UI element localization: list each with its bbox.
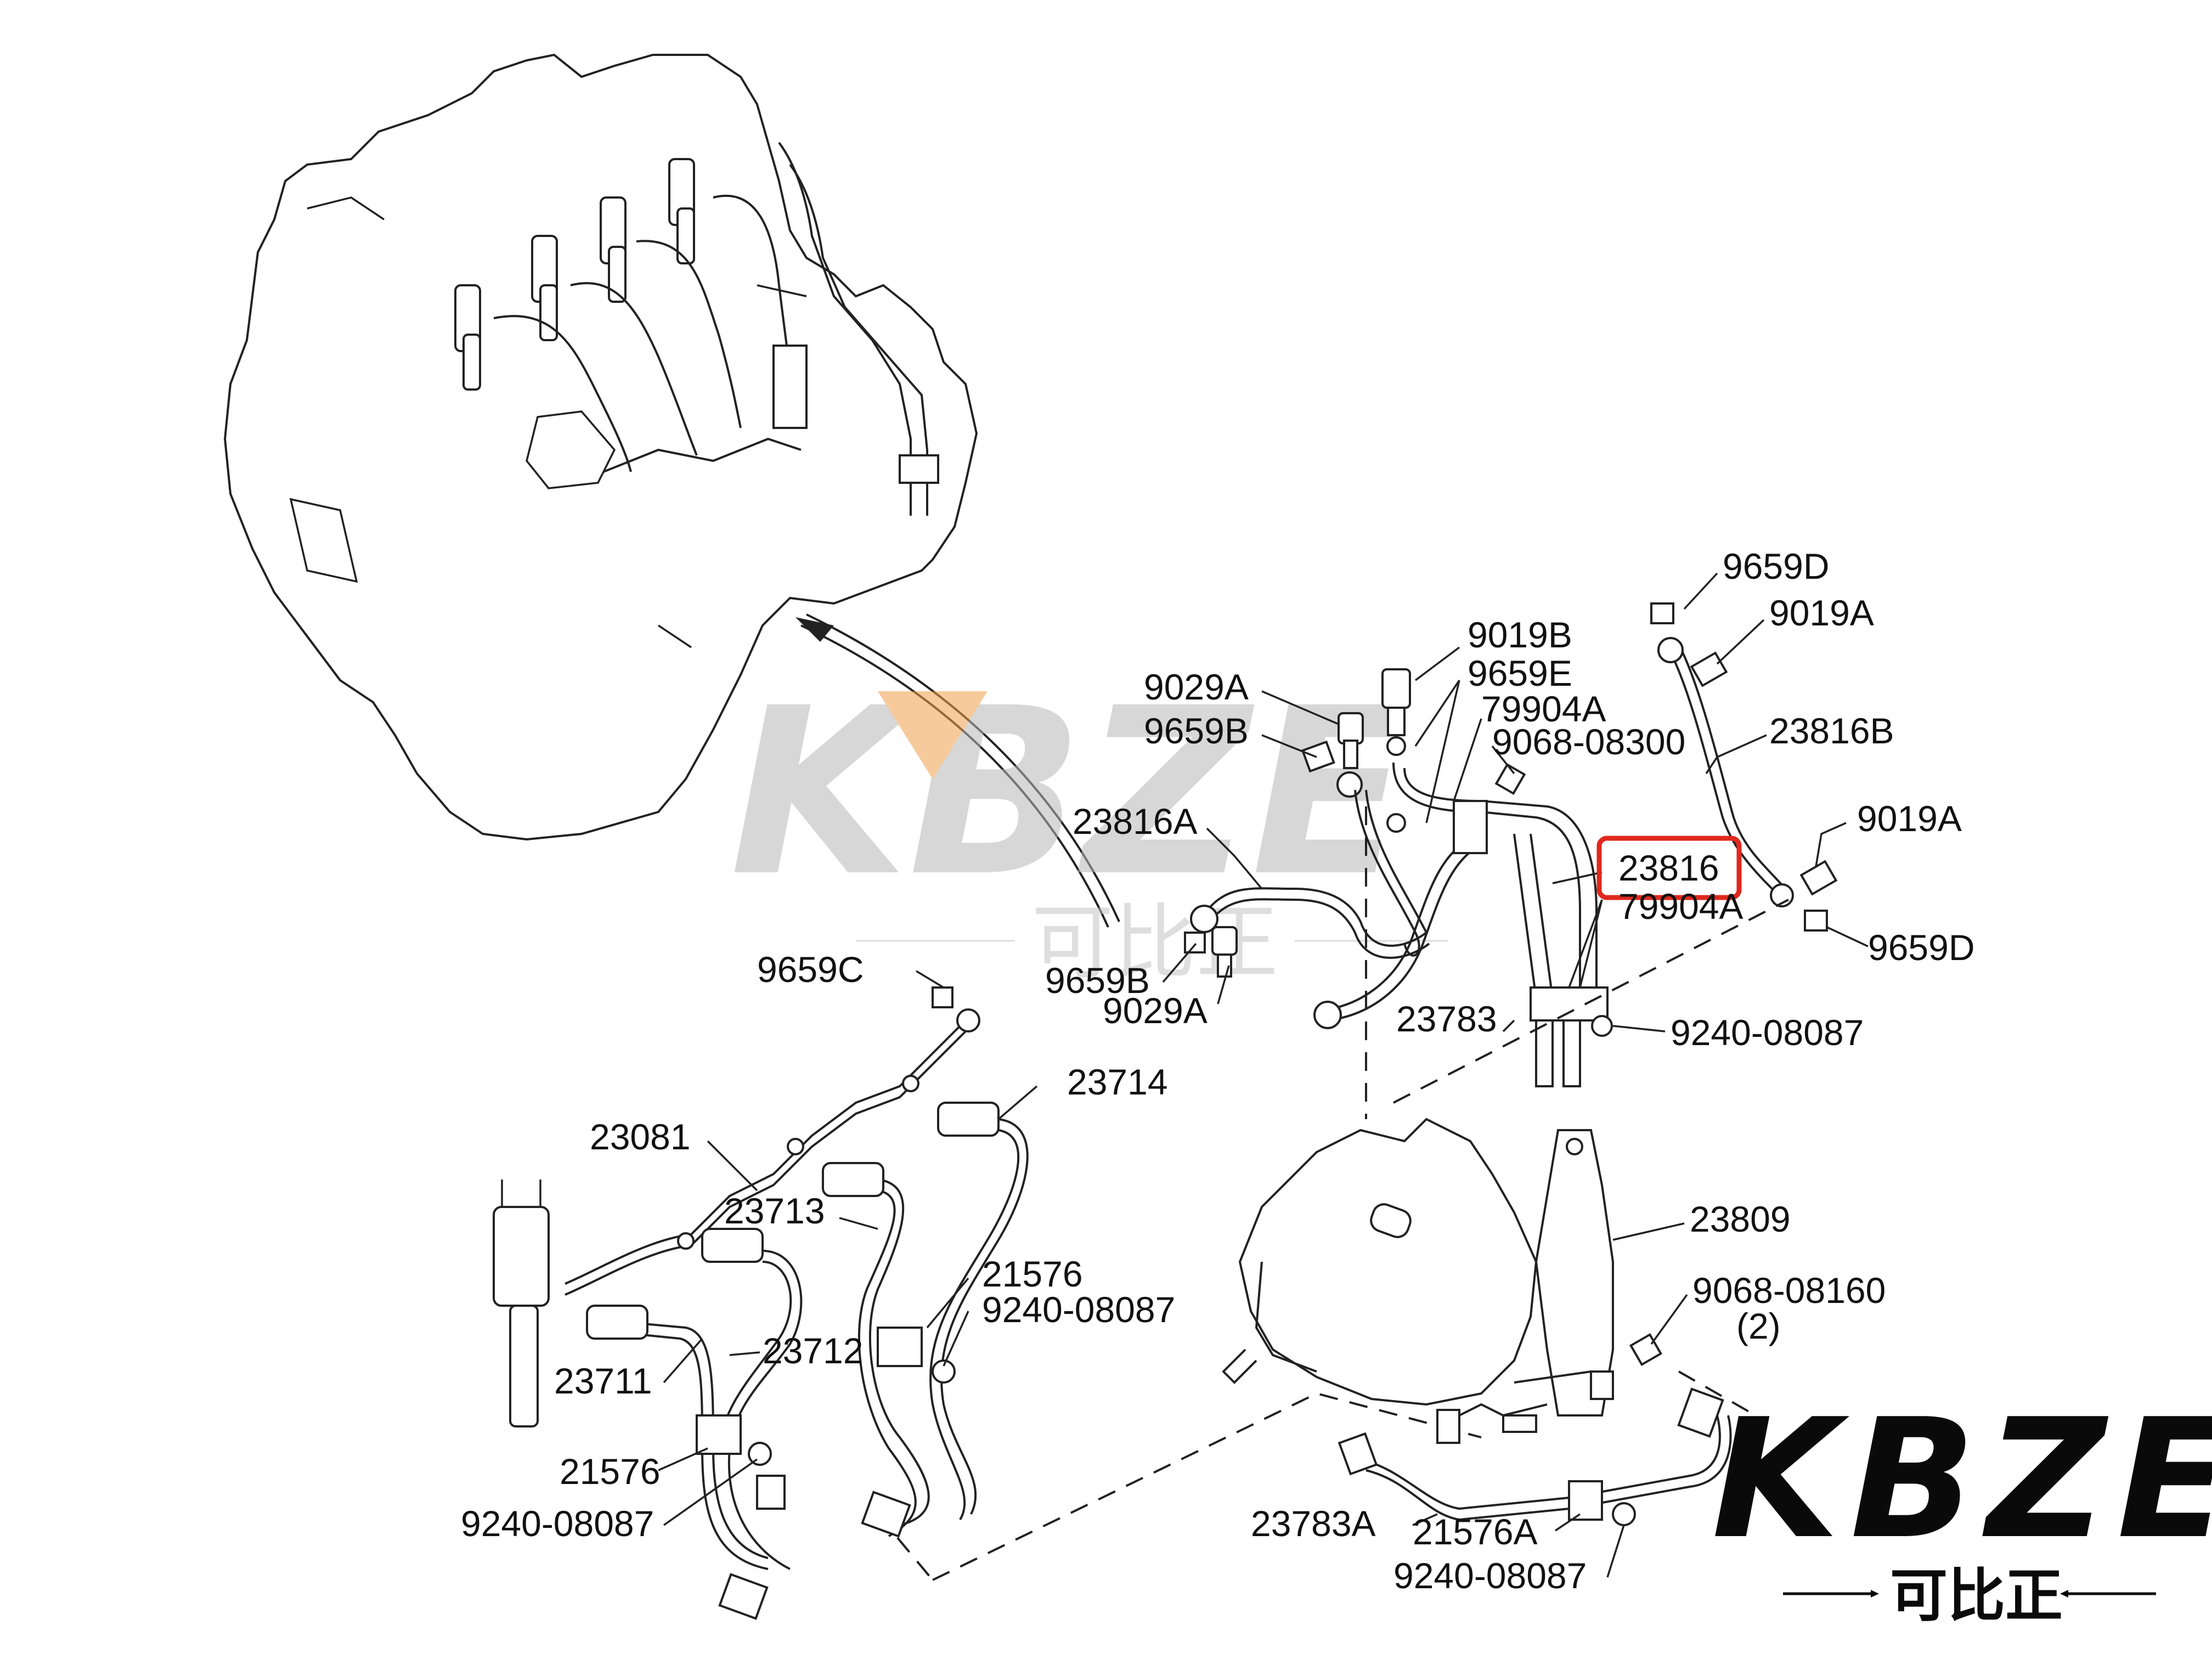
part-labels: 9659D 9019A 9019B 9659E 9029A 79904A 906… — [461, 546, 1975, 1596]
label-9240-08087: 9240-08087 — [982, 1289, 1175, 1330]
label-23712: 23712 — [763, 1330, 864, 1371]
watermark-orange-accent — [878, 691, 988, 779]
label-79904A: 79904A — [1481, 689, 1606, 729]
watermark-logo-text: KBZE — [730, 659, 1408, 927]
label-9659D: 9659D — [1723, 546, 1830, 586]
label-23713: 23713 — [724, 1190, 825, 1231]
brand-logo: KBZE 可比正 — [1712, 1384, 2212, 1629]
injection-pump-assembly — [1222, 1118, 1663, 1444]
label-9659D: 9659D — [1868, 927, 1975, 968]
label-23783A: 23783A — [1251, 1503, 1376, 1544]
label-23711: 23711 — [554, 1361, 652, 1401]
label-9029A: 9029A — [1144, 667, 1249, 707]
label-23783: 23783 — [1396, 998, 1497, 1039]
watermark: KBZE 可比正 — [730, 659, 1448, 991]
label-9240-08087: 9240-08087 — [461, 1503, 654, 1544]
label-79904A: 79904A — [1618, 886, 1743, 927]
label-9659C: 9659C — [757, 949, 864, 990]
label-21576A: 21576A — [1413, 1511, 1538, 1552]
label-9240-08087: 9240-08087 — [1671, 1012, 1864, 1053]
label-9019A: 9019A — [1769, 592, 1874, 633]
leader-lines — [658, 572, 1869, 1578]
label-9068-08300: 9068-08300 — [1492, 721, 1685, 762]
label-9029A: 9029A — [1103, 990, 1207, 1031]
label-23714: 23714 — [1067, 1062, 1168, 1102]
label-23816A: 23816A — [1073, 801, 1198, 842]
label-9659B: 9659B — [1045, 960, 1150, 1001]
lower-return-pipe — [1338, 1387, 1732, 1526]
label-23816B: 23816B — [1769, 710, 1894, 751]
upper-pipe-assembly — [1184, 602, 1838, 1087]
label-23816-highlighted: 23816 — [1618, 848, 1719, 888]
engine-overview-illustration — [223, 53, 978, 841]
label-qty-2: (2) — [1736, 1306, 1781, 1346]
label-21576: 21576 — [560, 1451, 661, 1492]
overview-injectors — [454, 158, 695, 391]
label-9659B: 9659B — [1144, 710, 1249, 751]
label-23809: 23809 — [1690, 1199, 1791, 1239]
label-9659E: 9659E — [1468, 653, 1572, 693]
label-9019A: 9019A — [1857, 798, 1962, 839]
label-23081: 23081 — [590, 1116, 691, 1157]
label-9068-08160: 9068-08160 — [1692, 1270, 1886, 1311]
brand-logo-text: KBZE — [1712, 1384, 2212, 1575]
label-9019B: 9019B — [1468, 614, 1572, 655]
injector-pipes-lower — [493, 986, 1029, 1620]
label-9240-08087: 9240-08087 — [1393, 1555, 1587, 1596]
reference-arrow — [795, 613, 1120, 928]
brand-logo-chinese: 可比正 — [1890, 1562, 2063, 1629]
highlight-box — [1596, 836, 1742, 900]
label-21576: 21576 — [982, 1254, 1083, 1294]
